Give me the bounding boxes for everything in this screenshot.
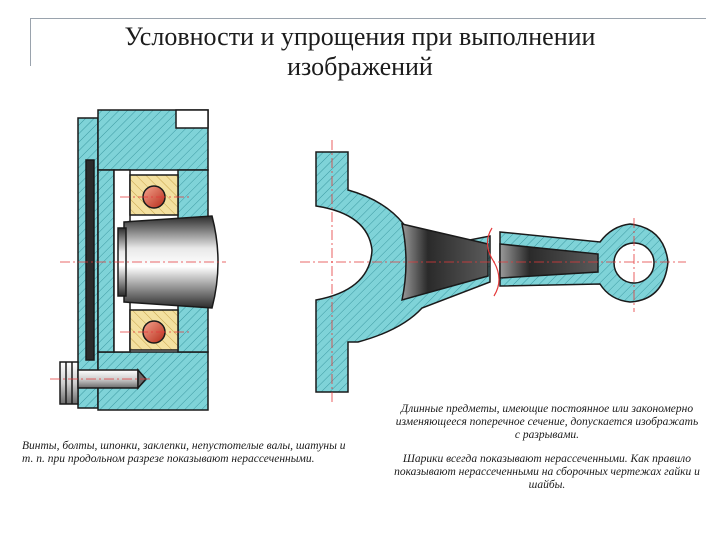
centre-lines [50, 196, 226, 380]
title-line-1: Условности и упрощения при выполнении [124, 22, 596, 51]
rod-centre-lines [300, 140, 686, 404]
connecting-rod [315, 151, 669, 393]
bearing-assembly-section [59, 109, 219, 411]
slide-title: Условности и упрощения при выполнении из… [60, 22, 660, 82]
caption-balls: Шарики всегда показывают нерассеченными.… [394, 453, 700, 491]
slide-frame-top [30, 18, 706, 19]
slide-frame-left [30, 18, 31, 66]
caption-long-objects: Длинные предметы, имеющие постоянное или… [395, 403, 699, 441]
title-line-2: изображений [287, 52, 433, 81]
caption-fasteners: Винты, болты, шпонки, заклепки, непустот… [22, 440, 346, 465]
